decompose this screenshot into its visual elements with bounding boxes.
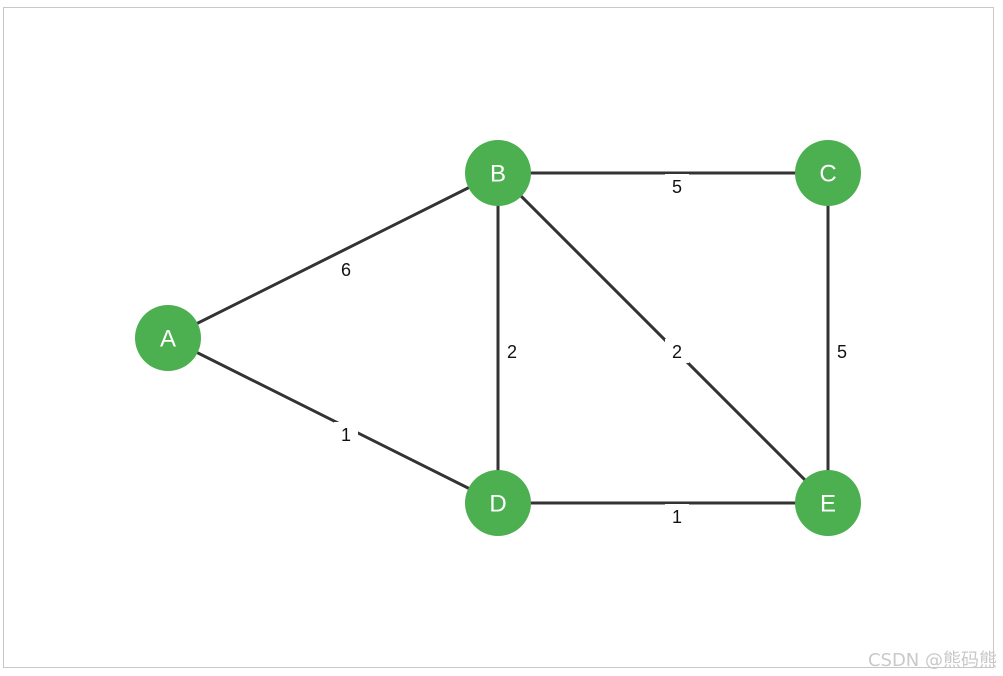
node-label: E [820, 491, 836, 518]
edge-weight-label: 1 [341, 425, 351, 445]
node-a: A [135, 305, 201, 371]
edge-weight-background [334, 422, 358, 446]
node-label: D [489, 491, 506, 518]
edge-weight-background [830, 339, 854, 363]
edge-a-b: 6 [167, 171, 499, 340]
edge-a-d: 1 [167, 336, 499, 505]
node-circle [465, 470, 531, 536]
node-b: B [465, 140, 531, 206]
edge-line [167, 171, 499, 340]
edge-b-c: 5 [498, 171, 828, 198]
edge-weight-label: 1 [672, 507, 682, 527]
edge-line [167, 336, 499, 505]
edge-weight-background [665, 174, 689, 198]
edge-weight-label: 5 [837, 342, 847, 362]
node-label: B [490, 161, 506, 188]
node-label: A [160, 326, 176, 353]
edge-weight-background [500, 339, 524, 363]
edge-b-e: 2 [496, 171, 830, 505]
edge-d-e: 1 [498, 501, 828, 528]
edge-c-e: 5 [826, 173, 854, 503]
node-circle [795, 140, 861, 206]
edge-weight-background [334, 257, 358, 281]
node-circle [465, 140, 531, 206]
edge-weight-label: 2 [507, 342, 517, 362]
node-label: C [819, 161, 836, 188]
node-e: E [795, 470, 861, 536]
node-circle [135, 305, 201, 371]
edge-b-d: 2 [496, 173, 524, 503]
node-circle [795, 470, 861, 536]
edge-weight-label: 2 [672, 342, 682, 362]
edge-weight-background [665, 504, 689, 528]
node-d: D [465, 470, 531, 536]
node-c: C [795, 140, 861, 206]
watermark-text: CSDN @熊码熊 [867, 650, 997, 671]
edge-line [496, 171, 830, 505]
edges-layer: 6 1 5 2 2 5 1 [167, 171, 854, 528]
edge-weight-label: 6 [341, 260, 351, 280]
nodes-layer: A B C D E [135, 140, 861, 536]
edge-weight-background [665, 339, 689, 363]
edge-weight-label: 5 [672, 177, 682, 197]
